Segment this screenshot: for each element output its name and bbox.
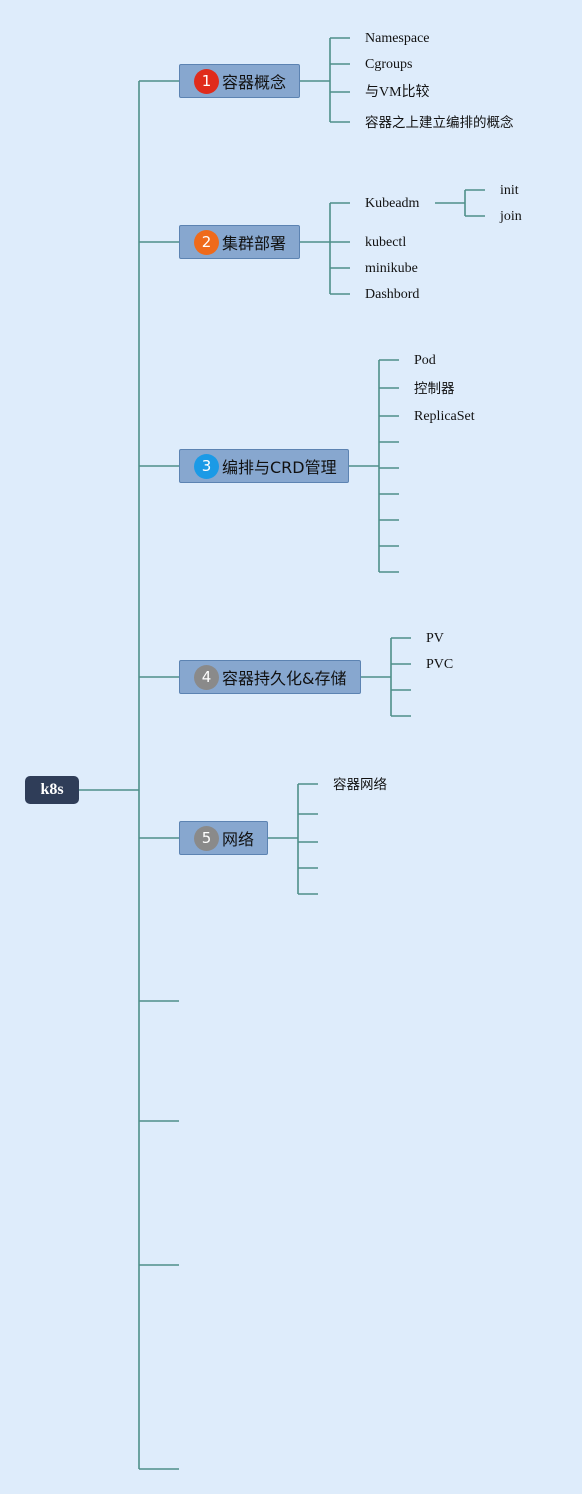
leaf-container-network[interactable]: 容器网络 [333,777,387,793]
leaf-dashbord[interactable]: Dashbord [365,287,420,302]
leaf-cgroups[interactable]: Cgroups [365,57,413,72]
leaf-namespace[interactable]: Namespace [365,31,430,46]
topic-3[interactable]: 3 编排与CRD管理 [179,449,349,483]
leaf-kubectl[interactable]: kubectl [365,235,407,250]
leaf-replicaset[interactable]: ReplicaSet [414,409,475,424]
leaf-pv[interactable]: PV [426,631,444,646]
badge-2-icon: 2 [194,229,219,255]
badge-1-icon: 1 [194,68,219,94]
leaf-kubeadm[interactable]: Kubeadm [365,196,420,211]
leaf-init[interactable]: init [500,183,519,198]
root-label: k8s [40,781,64,798]
topic-2[interactable]: 2 集群部署 [179,225,300,259]
leaf-pvc[interactable]: PVC [426,657,454,672]
topic-5-label: 网络 [222,830,255,849]
leaf-join[interactable]: join [500,209,522,224]
leaf-controller[interactable]: 控制器 [414,381,455,397]
leaf-orchestration-concept[interactable]: 容器之上建立编排的概念 [365,115,514,131]
badge-5-icon: 5 [194,825,219,851]
root-node[interactable]: k8s [25,776,79,804]
badge-3-icon: 3 [194,453,219,479]
leaf-pod[interactable]: Pod [414,353,436,368]
badge-4-icon: 4 [194,664,219,690]
topic-3-label: 编排与CRD管理 [222,458,337,477]
topic-1[interactable]: 1 容器概念 [179,64,300,98]
topic-5[interactable]: 5 网络 [179,821,268,855]
topic-1-label: 容器概念 [222,73,287,92]
leaf-vm-compare[interactable]: 与VM比较 [365,85,430,100]
topic-4-label: 容器持久化&存储 [222,669,347,688]
topic-2-label: 集群部署 [222,234,287,253]
topic-4[interactable]: 4 容器持久化&存储 [179,660,361,694]
leaf-minikube[interactable]: minikube [365,261,418,276]
